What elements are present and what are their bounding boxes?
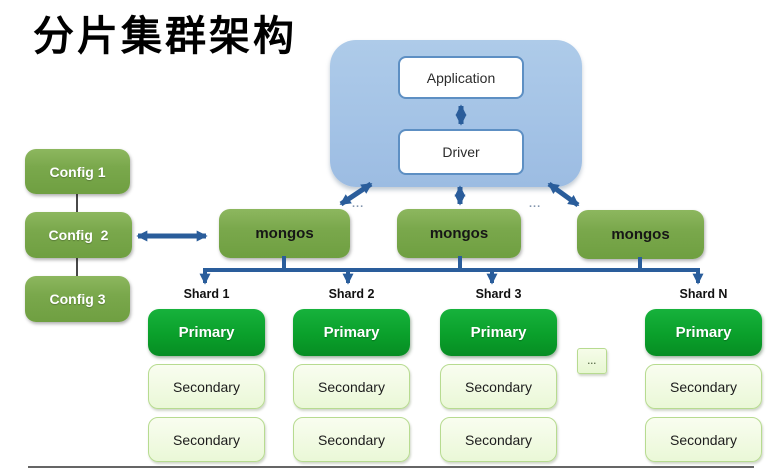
primary-node: Primary <box>645 309 762 356</box>
mongos-node-1: mongos <box>219 209 350 258</box>
driver-node: Driver <box>398 129 524 175</box>
shard-column-2: Shard 2 Primary Secondary Secondary <box>293 287 410 462</box>
mongos-node-3: mongos <box>577 210 704 259</box>
secondary-node: Secondary <box>293 364 410 409</box>
shard-column-3: Shard 3 Primary Secondary Secondary <box>440 287 557 462</box>
secondary-node: Secondary <box>148 364 265 409</box>
shard-column-1: Shard 1 Primary Secondary Secondary <box>148 287 265 462</box>
secondary-node: Secondary <box>293 417 410 462</box>
config-node-1: Config 1 <box>25 149 130 194</box>
config-node-2: Config 2 <box>25 212 132 258</box>
bottom-divider <box>28 466 754 468</box>
shard-label: Shard 2 <box>328 287 375 301</box>
config-node-3: Config 3 <box>25 276 130 322</box>
application-node: Application <box>398 56 524 99</box>
shard-label: Shard 1 <box>183 287 230 301</box>
secondary-node: Secondary <box>440 364 557 409</box>
shard-label: Shard 3 <box>475 287 522 301</box>
mongos-node-2: mongos <box>397 209 521 258</box>
shard-label: Shard N <box>679 287 728 301</box>
ellipsis-mongos-left: ... <box>352 198 365 210</box>
secondary-node: Secondary <box>440 417 557 462</box>
primary-node: Primary <box>440 309 557 356</box>
ellipsis-shard-gap: ... <box>577 348 607 374</box>
shard-column-n: Shard N Primary Secondary Secondary <box>645 287 762 462</box>
secondary-node: Secondary <box>148 417 265 462</box>
primary-node: Primary <box>148 309 265 356</box>
arrow-cluster-mongos3 <box>547 181 580 208</box>
secondary-node: Secondary <box>645 364 762 409</box>
ellipsis-mongos-right: ... <box>529 198 542 210</box>
page-title: 分片集群架构 <box>33 13 297 59</box>
primary-node: Primary <box>293 309 410 356</box>
secondary-node: Secondary <box>645 417 762 462</box>
